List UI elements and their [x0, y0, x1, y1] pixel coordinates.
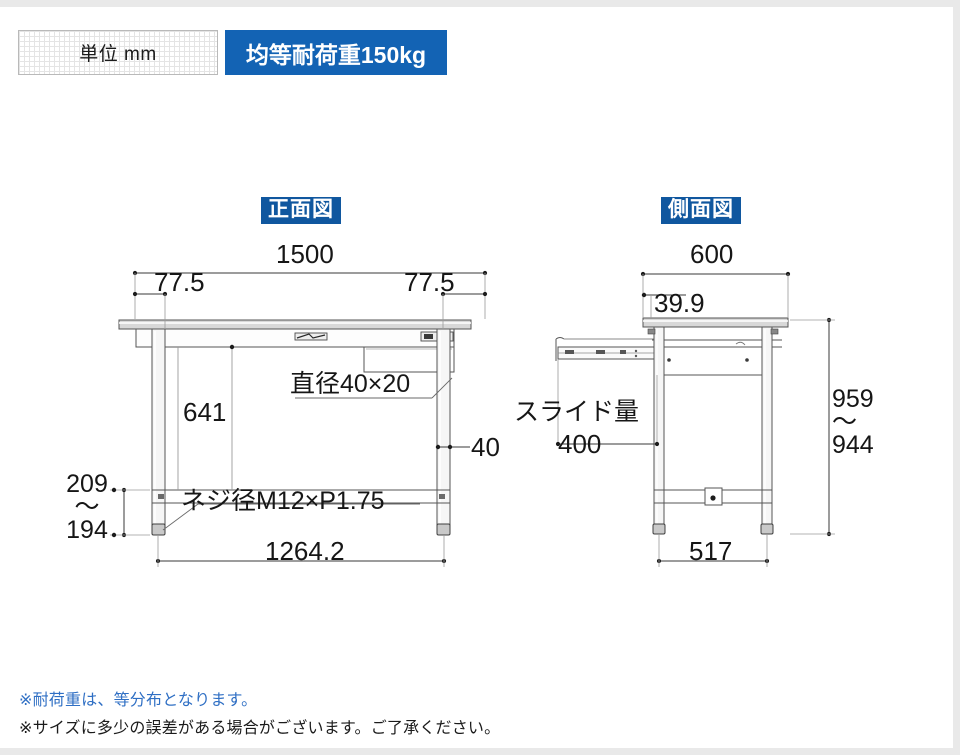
front-inset-right-label: 77.5	[404, 267, 455, 297]
side-view-geometry	[555, 271, 835, 567]
front-adjust-range-label: 209 〜 194	[58, 470, 116, 544]
page-frame-bottom	[0, 748, 960, 755]
side-overall-depth-label: 600	[690, 239, 734, 269]
front-adjust-range-bottom: 194	[66, 516, 108, 544]
technical-drawing	[110, 270, 835, 567]
side-height-range-bottom: 944	[832, 431, 874, 459]
front-leg-clear-height-label: 641	[183, 397, 227, 427]
page-frame-top	[0, 0, 960, 7]
front-adjust-range-tilde: 〜	[74, 493, 100, 521]
front-inset-left-label: 77.5	[154, 267, 205, 297]
front-view-geometry	[110, 270, 488, 567]
note-size-tolerance: ※サイズに多少の誤差がある場合がございます。ご了承ください。	[19, 720, 501, 737]
front-adjust-range-top: 209	[66, 470, 108, 498]
side-top-overhang-label: 39.9	[654, 288, 705, 318]
side-view-title: 側面図	[661, 197, 741, 224]
front-overall-width-label: 1500	[276, 239, 334, 269]
front-beam-offset-label: 40	[471, 432, 500, 462]
load-capacity-badge: 均等耐荷重150kg	[225, 30, 447, 75]
front-screw-callout-label: ネジ径M12×P1.75	[181, 487, 385, 515]
side-slide-amount-value: 400	[558, 429, 602, 459]
drawing-canvas: 単位 mm 均等耐荷重150kg 正面図 側面図	[0, 7, 953, 748]
side-height-range-label: 959 〜 944	[832, 385, 902, 459]
unit-badge-label: 単位 mm	[79, 44, 157, 65]
side-foot-span-label: 517	[689, 536, 733, 566]
side-slide-amount-label: スライド量	[514, 398, 640, 426]
unit-badge: 単位 mm	[18, 30, 218, 75]
side-height-range-tilde: 〜	[832, 408, 858, 436]
front-pipe-callout-label: 直径40×20	[290, 370, 411, 398]
page-frame-right	[953, 0, 960, 755]
load-capacity-label: 均等耐荷重150kg	[245, 41, 427, 68]
front-foot-span-label: 1264.2	[265, 536, 345, 566]
note-load-distribution: ※耐荷重は、等分布となります。	[19, 692, 258, 709]
side-height-range-top: 959	[832, 385, 874, 413]
front-view-title: 正面図	[261, 197, 341, 224]
